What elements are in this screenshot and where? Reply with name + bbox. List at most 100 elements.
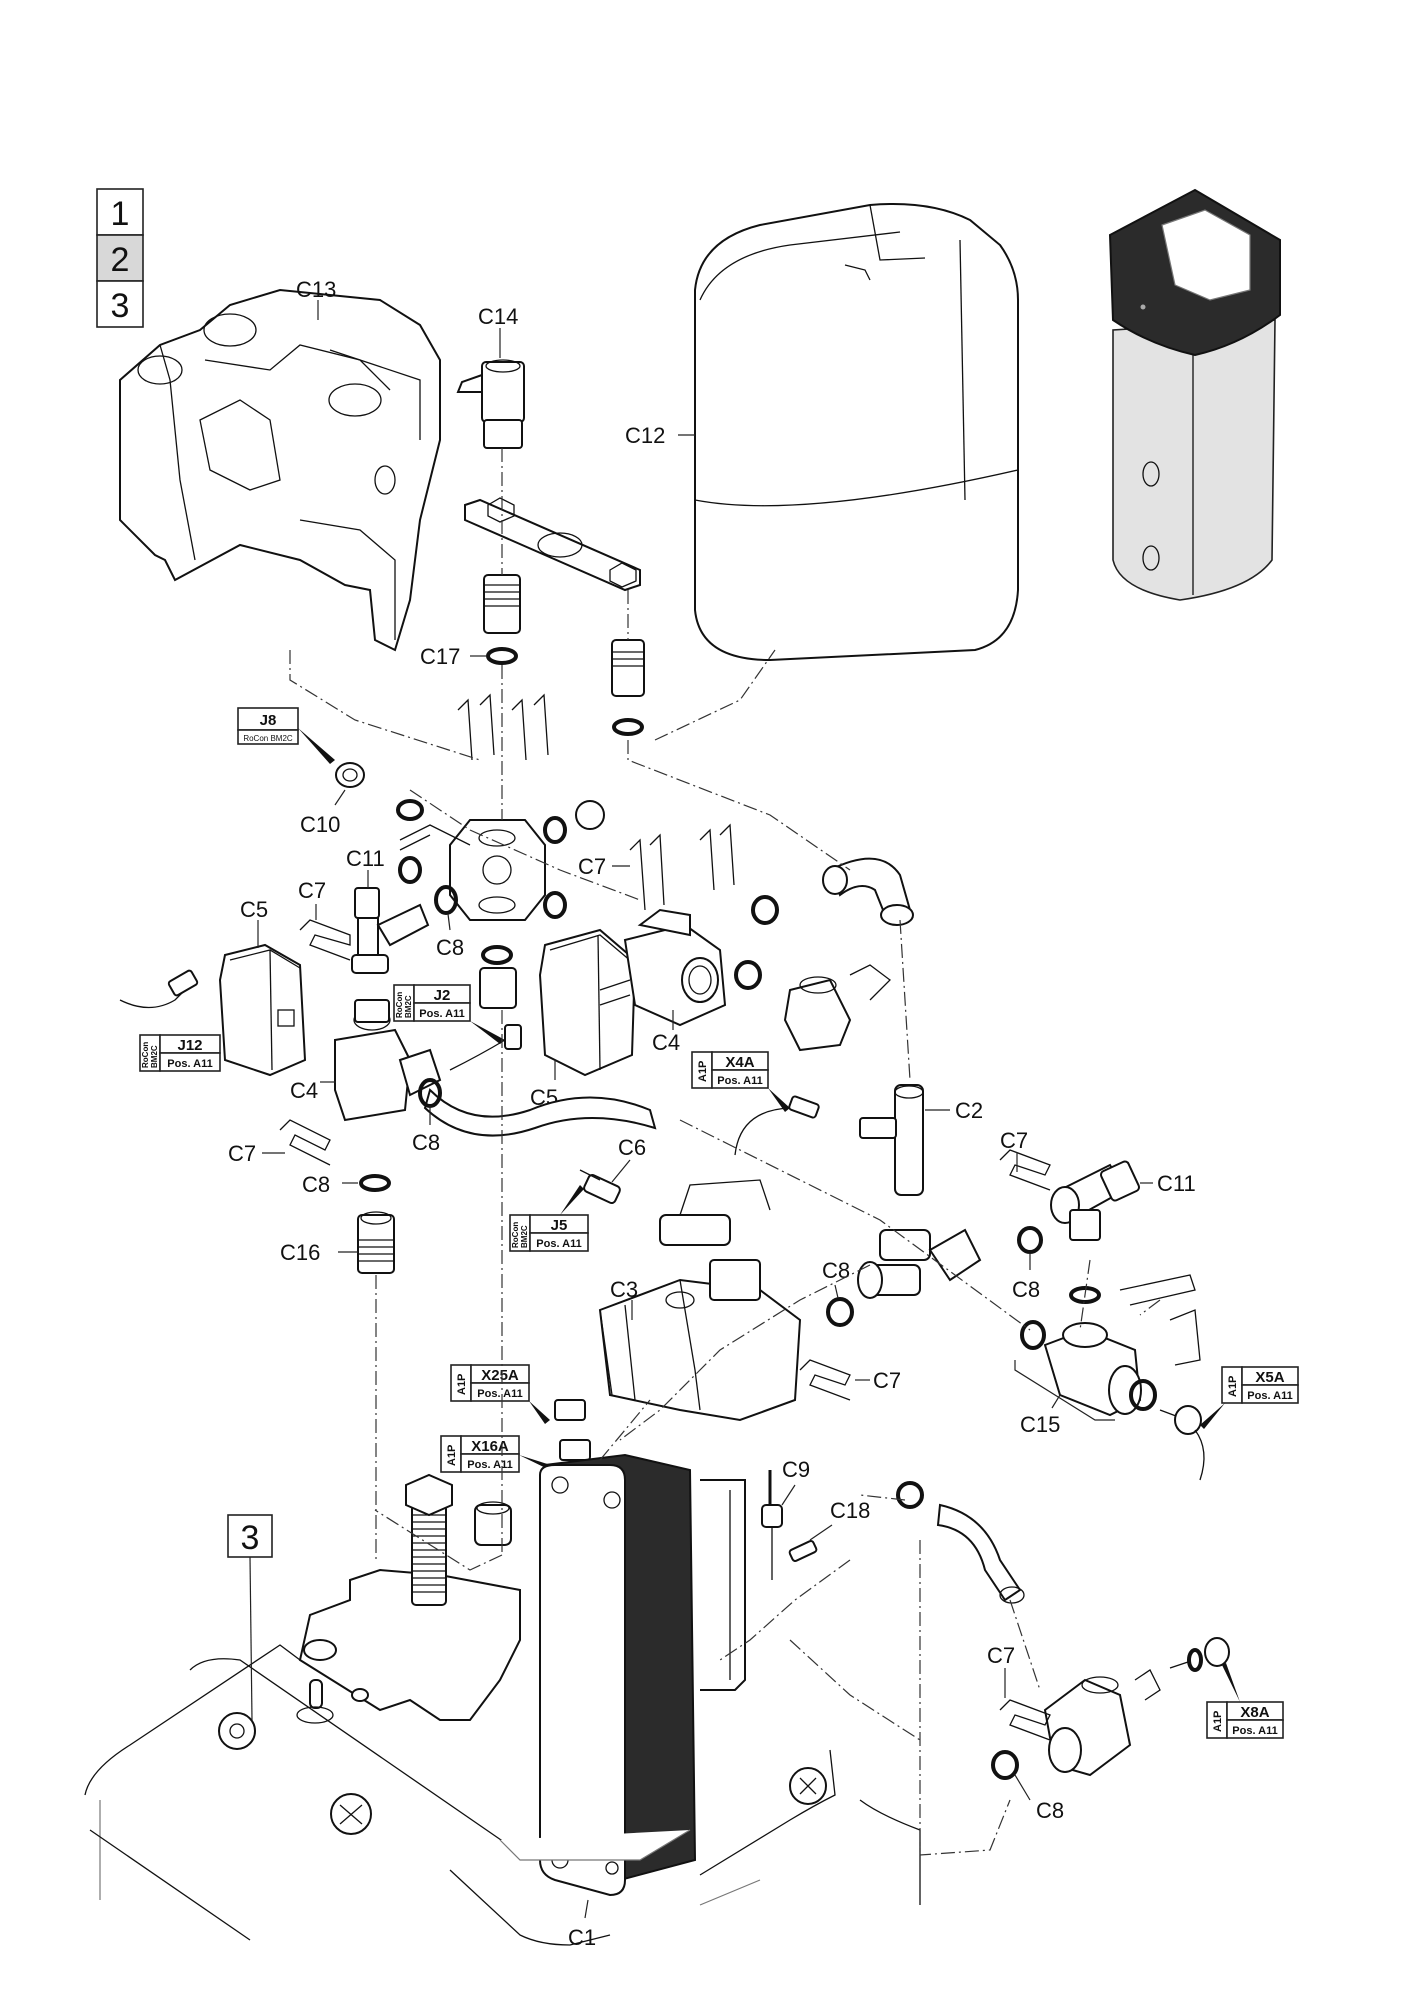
plug-j2 [504,1024,522,1050]
x8a-title: X8A [1240,1704,1269,1721]
callout-c8-left-top: C8 [436,935,464,960]
x16a-subtitle: Pos. A11 [467,1459,512,1471]
j8-sub-cell [237,729,299,745]
detail-3-leader [249,1556,253,1721]
j12-side-2: BM2C [150,1045,159,1068]
x8a-subtitle: Pos. A11 [1232,1725,1277,1737]
unit-overview-thumbnail [1108,188,1281,601]
j8-subtitle: RoCon BM2C [243,734,293,743]
part-clips-right [1119,1274,1201,1366]
part-c9-sensor [761,1470,783,1580]
part-clips-top [399,693,549,851]
j12-title: J12 [177,1037,202,1054]
part-c8-o-ring [359,1174,391,1192]
part-clip-mid-2 [699,823,735,891]
view-selector-item-2[interactable]: 2 [96,234,144,282]
part-o-ring [1017,1226,1043,1254]
j12-sub-cell [159,1052,221,1072]
part-right-fitting [611,639,645,736]
part-c7-clip-right-top [999,1149,1051,1191]
x8a-sub-cell [1226,1719,1284,1739]
connector-tag-j5: RoCon BM2C J5 Pos. A11 [509,1185,589,1252]
plug-j12 [167,969,199,997]
callout-c12: C12 [625,423,665,448]
callout-c4-right: C4 [652,1030,680,1055]
x5a-title: X5A [1255,1369,1284,1386]
callout-c7-right-mid: C7 [873,1368,901,1393]
j12-subtitle: Pos. A11 [167,1058,212,1070]
part-c7-clip-mid [629,833,665,911]
part-c14-fill-valve [456,359,525,449]
callout-c2: C2 [955,1098,983,1123]
view-1-label: 1 [111,195,130,233]
callout-c7-right-top: C7 [1000,1128,1028,1153]
c9-leader [781,1484,796,1506]
callout-c10: C10 [300,812,340,837]
detail-reference-3[interactable]: 3 [227,1514,273,1558]
c15-bracket [1014,1360,1115,1421]
x4a-subtitle: Pos. A11 [717,1075,762,1087]
part-c18-clip [788,1540,818,1562]
part-tee-fitting [783,964,891,1052]
callout-c11-right: C11 [1157,1171,1196,1196]
part-flex-hose [896,1481,1025,1604]
x16a-side: A1P [446,1445,458,1466]
part-c13-insulation-shell [119,288,441,652]
c10-leader [334,789,346,806]
connector-tag-j2: RoCon BM2C J2 Pos. A11 [393,984,505,1044]
x25a-side: A1P [456,1374,468,1395]
j2-side-1: RoCon [395,992,404,1018]
callout-c3: C3 [610,1277,638,1302]
j12-side-1: RoCon [141,1042,150,1068]
j5-sub-cell [529,1232,589,1252]
part-c4-right-valve [623,908,727,1027]
detail-3-label: 3 [241,1519,260,1557]
c8-center-leader [834,1284,839,1299]
connector-tag-j12: RoCon BM2C J12 Pos. A11 [139,1034,221,1072]
part-c4-left-valve [334,999,442,1122]
j2-subtitle: Pos. A11 [419,1008,464,1020]
part-c17-fitting [483,574,521,665]
part-bottom-tee [1043,1669,1161,1777]
j2-title: J2 [434,987,451,1004]
cable-j12 [119,984,191,1009]
part-x8a-sensor [1169,1637,1230,1672]
plug-x25a [554,1399,586,1421]
c8-bottom-right-leader [1014,1774,1031,1801]
part-c1-plate-heat-exchanger [539,1453,697,1897]
x5a-subtitle: Pos. A11 [1247,1390,1292,1402]
callout-c8-left-bottom: C8 [302,1172,330,1197]
part-c5-left-actuator [218,943,307,1077]
j5-subtitle: Pos. A11 [536,1238,581,1250]
part-c6-sensor [579,1169,621,1205]
x5a-side: A1P [1227,1376,1239,1397]
alignment-axes [289,448,1161,1856]
callout-c4-left: C4 [290,1078,318,1103]
j2-sub-cell [413,1002,471,1022]
callout-c6: C6 [618,1135,646,1160]
part-c10-sensor [335,762,424,821]
part-c2-flow-sensor [859,1084,924,1196]
callout-c8-center: C8 [822,1258,850,1283]
c18-leader [809,1524,833,1541]
part-center-fittings [857,1228,982,1299]
view-selector-item-1[interactable]: 1 [96,188,144,236]
callout-c7-left-top: C7 [298,878,326,903]
callout-c17: C17 [420,644,460,669]
view-3-label: 3 [111,287,130,325]
part-o-ring [751,895,779,925]
part-mounting-plate [464,497,641,592]
c6-leader [611,1159,631,1183]
view-selector-item-3[interactable]: 3 [96,280,144,328]
callout-c11-left: C11 [346,846,385,871]
part-o-ring [734,960,762,990]
part-c7-clip-right-bottom [999,1699,1051,1741]
part-c5-mid-actuator [538,928,637,1077]
x8a-side: A1P [1212,1711,1224,1732]
connector-tag-x16a: A1P X16A Pos. A11 [440,1435,560,1474]
callout-c8-right: C8 [1012,1277,1040,1302]
callout-c7-right-bottom: C7 [987,1643,1015,1668]
callout-c5-left: C5 [240,897,268,922]
part-o-ring [1069,1286,1101,1304]
part-c12-cover [694,203,1019,662]
